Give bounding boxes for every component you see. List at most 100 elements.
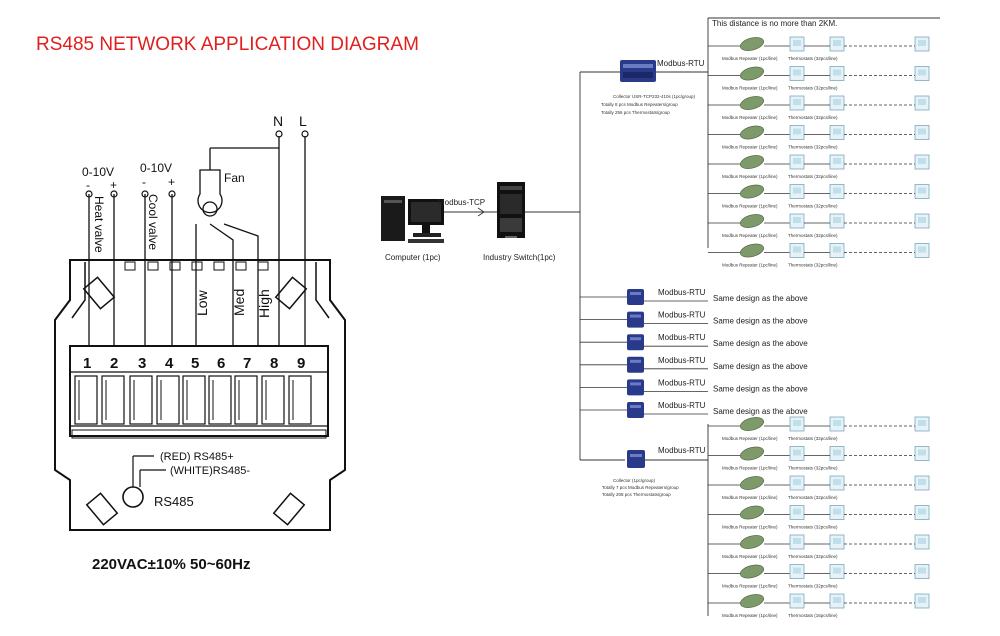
terminal-number-8: 8: [270, 355, 278, 372]
heat-valve-label: Heat valve: [92, 196, 106, 253]
terminal-number-2: 2: [110, 355, 118, 372]
thermostat-icon-2-screen: [833, 508, 841, 515]
collector-top-notes: Collector USR-TCP232-410s (1pc/group) To…: [601, 94, 696, 115]
collector-bottom-notes: Collector (1pc/group) Totally 7 pcs Modb…: [602, 478, 679, 497]
repeater-label: Modbus Repeater (1pc/line): [722, 554, 778, 559]
terminal-screw-7: [234, 375, 258, 425]
modbus-repeater-icon: [740, 243, 764, 258]
thermostat-icon-last-screen: [918, 597, 926, 603]
terminal-screw-6: [208, 375, 232, 425]
network-labels: Modbus-TCP Computer (1pc) Industry Switc…: [385, 19, 837, 455]
thermostat-icon-2-screen: [833, 187, 841, 194]
terminal-number-4: 4: [165, 355, 174, 372]
thermostat-icon-2-screen: [833, 128, 841, 135]
collector-icon: [627, 334, 644, 351]
thermostat-back-panel: [54, 259, 346, 531]
thermostat-icon-last-screen: [918, 567, 926, 574]
distance-note: This distance is no more than 2KM.: [712, 19, 837, 28]
heat-signal-label: 0-10V: [82, 165, 114, 179]
terminal-screw-8: [261, 375, 285, 425]
collector-icon-led: [630, 292, 641, 295]
repeater-label: Modbus Repeater (1pc/line): [722, 263, 778, 268]
repeater-label: Modbus Repeater (1pc/line): [722, 525, 778, 530]
thermostat-count-label: Thermostats (32pcs/line): [788, 204, 838, 209]
bottom-line-7: Modbus Repeater (1pc/line)Thermostats (1…: [708, 593, 930, 618]
repeater-label: Modbus Repeater (1pc/line): [722, 613, 778, 618]
thermostat-icon-1-screen: [793, 508, 801, 515]
top-line-6: Modbus Repeater (1pc/line) Thermostats (3…: [708, 184, 930, 209]
thermostat-icon-1-screen: [793, 420, 801, 426]
repeater-label: Modbus Repeater (1pc/line): [722, 204, 778, 209]
thermostat-icon-last-screen: [918, 420, 926, 426]
thermostat-icon-last-screen: [918, 246, 926, 253]
row-modbus-rtu-label: Modbus-RTU: [658, 333, 706, 342]
collector-icon: [627, 289, 644, 305]
wiring-lines: [88, 136, 306, 346]
thermostat-icon-last-screen: [918, 508, 926, 515]
modbus-repeater-icon: [740, 184, 764, 199]
repeater-label: Modbus Repeater (1pc/line): [722, 174, 778, 179]
modbus-repeater-icon: [740, 125, 764, 140]
repeater-label: Modbus Repeater (1pc/line): [722, 86, 778, 91]
terminal-screw-2: [101, 375, 125, 425]
modbus-repeater-icon: [740, 535, 764, 549]
top-line-1: Modbus Repeater (1pc/line)Thermostats (3…: [708, 36, 930, 61]
thermostat-icon-2-screen: [833, 217, 841, 223]
bottom-line-3: Modbus Repeater (1pc/line)Thermostats (3…: [708, 475, 930, 500]
rs485-white-label: (WHITE)RS485-: [170, 465, 250, 477]
rs485-red-label: (RED) RS485+: [160, 451, 234, 463]
heat-minus: -: [86, 178, 90, 192]
thermostat-icon-2-screen: [833, 597, 841, 603]
thermostat-icon-1-screen: [793, 187, 801, 194]
thermostat-count-label: Thermostats (32pcs/line): [788, 554, 838, 559]
collector-icon: [627, 379, 644, 396]
repeater-label: Modbus Repeater (1pc/line): [722, 233, 778, 238]
thermostat-icon-last-screen: [918, 128, 926, 135]
fan-label: Fan: [224, 171, 245, 185]
collector-icon-led: [630, 359, 641, 363]
collector-icon-led: [630, 405, 641, 408]
row-modbus-rtu-label: Modbus-RTU: [658, 288, 706, 297]
thermostat-icon-1-screen: [793, 69, 801, 76]
modbus-repeater-icon: [740, 564, 764, 579]
thermostat-icon-1-screen: [793, 217, 801, 223]
top-line-4: Modbus Repeater (1pc/line) Thermostats (3…: [708, 125, 930, 150]
terminal-screw-3: [129, 375, 153, 425]
thermostat-icon-last-screen: [918, 217, 926, 223]
row-same-design-label: Same design as the above: [713, 362, 808, 371]
modbus-repeater-icon: [740, 66, 764, 81]
repeater-label: Modbus Repeater (1pc/line): [722, 436, 778, 441]
collector-bottom-note-3: Totally 208 pcs Thermostats/group: [602, 492, 671, 497]
n-label: N: [273, 113, 283, 129]
collector-bottom-icon: [627, 450, 645, 468]
repeater-label: Modbus Repeater (1pc/line): [722, 145, 778, 150]
thermostat-icon-2-screen: [833, 567, 841, 574]
thermostat-icon-1-screen: [793, 449, 801, 456]
thermostat-icon-1-screen: [793, 128, 801, 135]
thermostat-icon-last-screen: [918, 449, 926, 456]
repeater-label: Modbus Repeater (1pc/line): [722, 584, 778, 589]
thermostat-count-label: Thermostats (32pcs/line): [788, 56, 838, 61]
thermostat-count-label: Thermostats (32pcs/line): [788, 86, 838, 91]
thermostat-count-label: Thermostats (32pcs/line): [788, 145, 838, 150]
terminal-number-7: 7: [243, 355, 251, 372]
terminal-number-3: 3: [138, 355, 146, 372]
wiring-labels: N L 0-10V 0-10V - + - + Heat valve Cool …: [82, 113, 307, 509]
cool-plus: +: [168, 175, 175, 189]
thermostat-icon-2-screen: [833, 246, 841, 253]
thermostat-count-label: Thermostats (32pcs/line): [788, 466, 838, 471]
top-line-3: Modbus Repeater (1pc/line)Thermostats (3…: [708, 95, 930, 120]
thermostat-icon-1-screen: [793, 567, 801, 574]
thermostat-count-label: Thermostats (32pcs/line): [788, 115, 838, 120]
repeater-label: Modbus Repeater (1pc/line): [722, 495, 778, 500]
terminal-screw-1: [74, 375, 98, 425]
terminal-number-9: 9: [297, 355, 305, 372]
industry-switch-icon: [497, 182, 525, 238]
thermostat-icon-2-screen: [833, 99, 841, 105]
thermostat-icon-2-screen: [833, 449, 841, 456]
thermostat-icon-last-screen: [918, 479, 926, 485]
collector-top-icon: [620, 60, 656, 82]
